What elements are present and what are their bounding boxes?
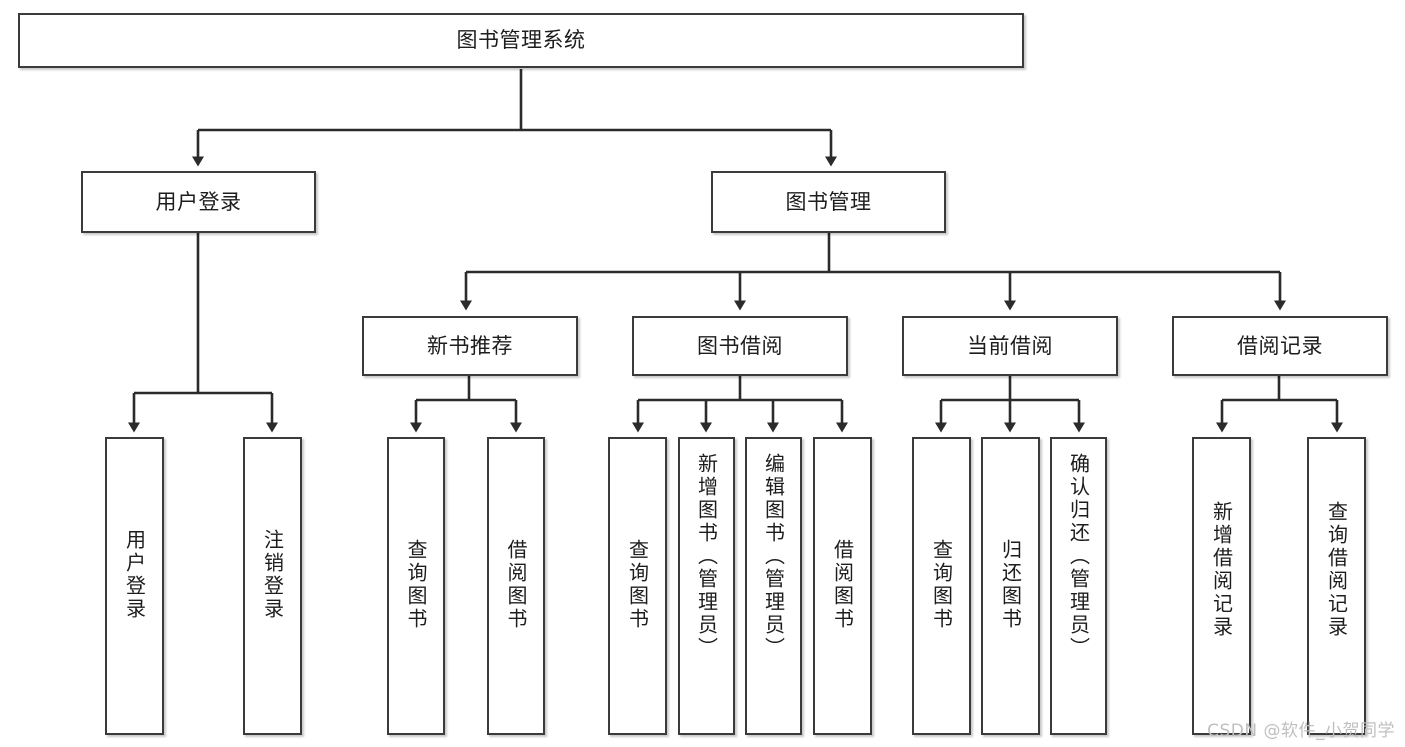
leaf-return-book[interactable]: 归还图书 xyxy=(981,437,1040,735)
leaf-add-book-admin[interactable]: 新增图书（管理员） xyxy=(678,437,735,735)
node-label: 确认归还（管理员） xyxy=(1066,453,1091,660)
leaf-query-borrow-record[interactable]: 查询借阅记录 xyxy=(1307,437,1366,735)
node-label: 用户登录 xyxy=(155,189,242,214)
leaf-borrow-book-recommend[interactable]: 借阅图书 xyxy=(487,437,545,735)
node-user-login[interactable]: 用户登录 xyxy=(81,171,316,233)
node-label: 查询借阅记录 xyxy=(1324,501,1349,639)
leaf-query-book-recommend[interactable]: 查询图书 xyxy=(387,437,445,735)
leaf-query-book-current[interactable]: 查询图书 xyxy=(912,437,971,735)
node-label: 查询图书 xyxy=(929,539,954,631)
leaf-user-login[interactable]: 用户登录 xyxy=(105,437,164,735)
leaf-borrow-book[interactable]: 借阅图书 xyxy=(813,437,872,735)
leaf-add-borrow-record[interactable]: 新增借阅记录 xyxy=(1192,437,1251,735)
leaf-user-logout[interactable]: 注销登录 xyxy=(243,437,302,735)
node-label: 注销登录 xyxy=(260,529,285,621)
leaf-query-book-borrow[interactable]: 查询图书 xyxy=(608,437,667,735)
node-new-book-recommend[interactable]: 新书推荐 xyxy=(362,316,578,376)
node-label: 用户登录 xyxy=(122,529,147,621)
node-label: 归还图书 xyxy=(998,539,1023,631)
node-label: 新增图书（管理员） xyxy=(694,453,719,660)
node-label: 新增借阅记录 xyxy=(1209,501,1234,639)
node-label: 当前借阅 xyxy=(967,333,1053,358)
leaf-confirm-return-admin[interactable]: 确认归还（管理员） xyxy=(1050,437,1107,735)
node-label: 新书推荐 xyxy=(427,333,513,358)
node-label: 查询图书 xyxy=(404,539,428,631)
node-label: 查询图书 xyxy=(625,539,650,631)
node-label: 图书管理系统 xyxy=(456,28,586,53)
node-label: 借阅图书 xyxy=(504,539,528,631)
leaf-edit-book-admin[interactable]: 编辑图书（管理员） xyxy=(745,437,802,735)
node-book-management[interactable]: 图书管理 xyxy=(711,171,946,233)
node-borrow-record[interactable]: 借阅记录 xyxy=(1172,316,1388,376)
node-label: 借阅图书 xyxy=(830,539,855,631)
node-current-borrow[interactable]: 当前借阅 xyxy=(902,316,1118,376)
node-label: 借阅记录 xyxy=(1237,333,1323,358)
node-label: 编辑图书（管理员） xyxy=(761,453,786,660)
node-root-system[interactable]: 图书管理系统 xyxy=(18,13,1024,68)
node-label: 图书管理 xyxy=(785,189,872,214)
node-book-borrow[interactable]: 图书借阅 xyxy=(632,316,848,376)
watermark-text: CSDN @软件_小贺同学 xyxy=(1207,721,1395,741)
node-label: 图书借阅 xyxy=(697,333,783,358)
